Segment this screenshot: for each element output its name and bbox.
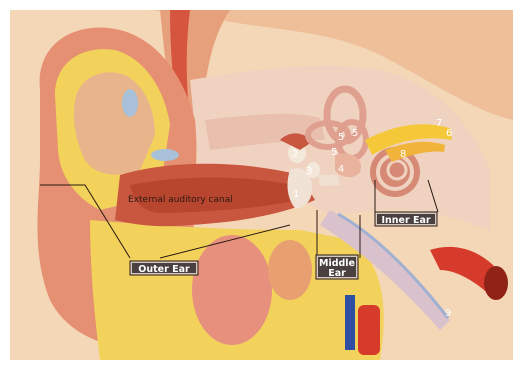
number-5-b: 5 bbox=[338, 132, 344, 143]
parotid-gland bbox=[192, 235, 272, 345]
gland-lobe bbox=[268, 240, 312, 300]
number-6: 6 bbox=[446, 128, 452, 139]
vessel-small-2 bbox=[151, 149, 179, 161]
external-auditory-canal-label: External auditory canal bbox=[128, 195, 233, 205]
outer-ear-label: Outer Ear bbox=[138, 264, 190, 275]
number-4: 4 bbox=[338, 164, 344, 175]
number-9: 9 bbox=[445, 308, 451, 319]
stapes bbox=[318, 175, 340, 186]
carotid-artery-lumen bbox=[484, 266, 508, 300]
number-5-a: 5 bbox=[331, 147, 337, 158]
number-5-c: 5 bbox=[352, 128, 358, 139]
number-3: 3 bbox=[306, 166, 312, 177]
number-2: 2 bbox=[292, 149, 298, 160]
number-7: 7 bbox=[436, 118, 442, 129]
middle-ear-label-line2: Ear bbox=[328, 268, 346, 279]
vessel-small-1 bbox=[122, 89, 138, 117]
jugular-vein bbox=[345, 295, 355, 350]
number-1: 1 bbox=[293, 189, 299, 200]
number-8: 8 bbox=[400, 149, 406, 160]
lower-artery bbox=[358, 305, 380, 355]
inner-ear-label: Inner Ear bbox=[381, 215, 430, 226]
